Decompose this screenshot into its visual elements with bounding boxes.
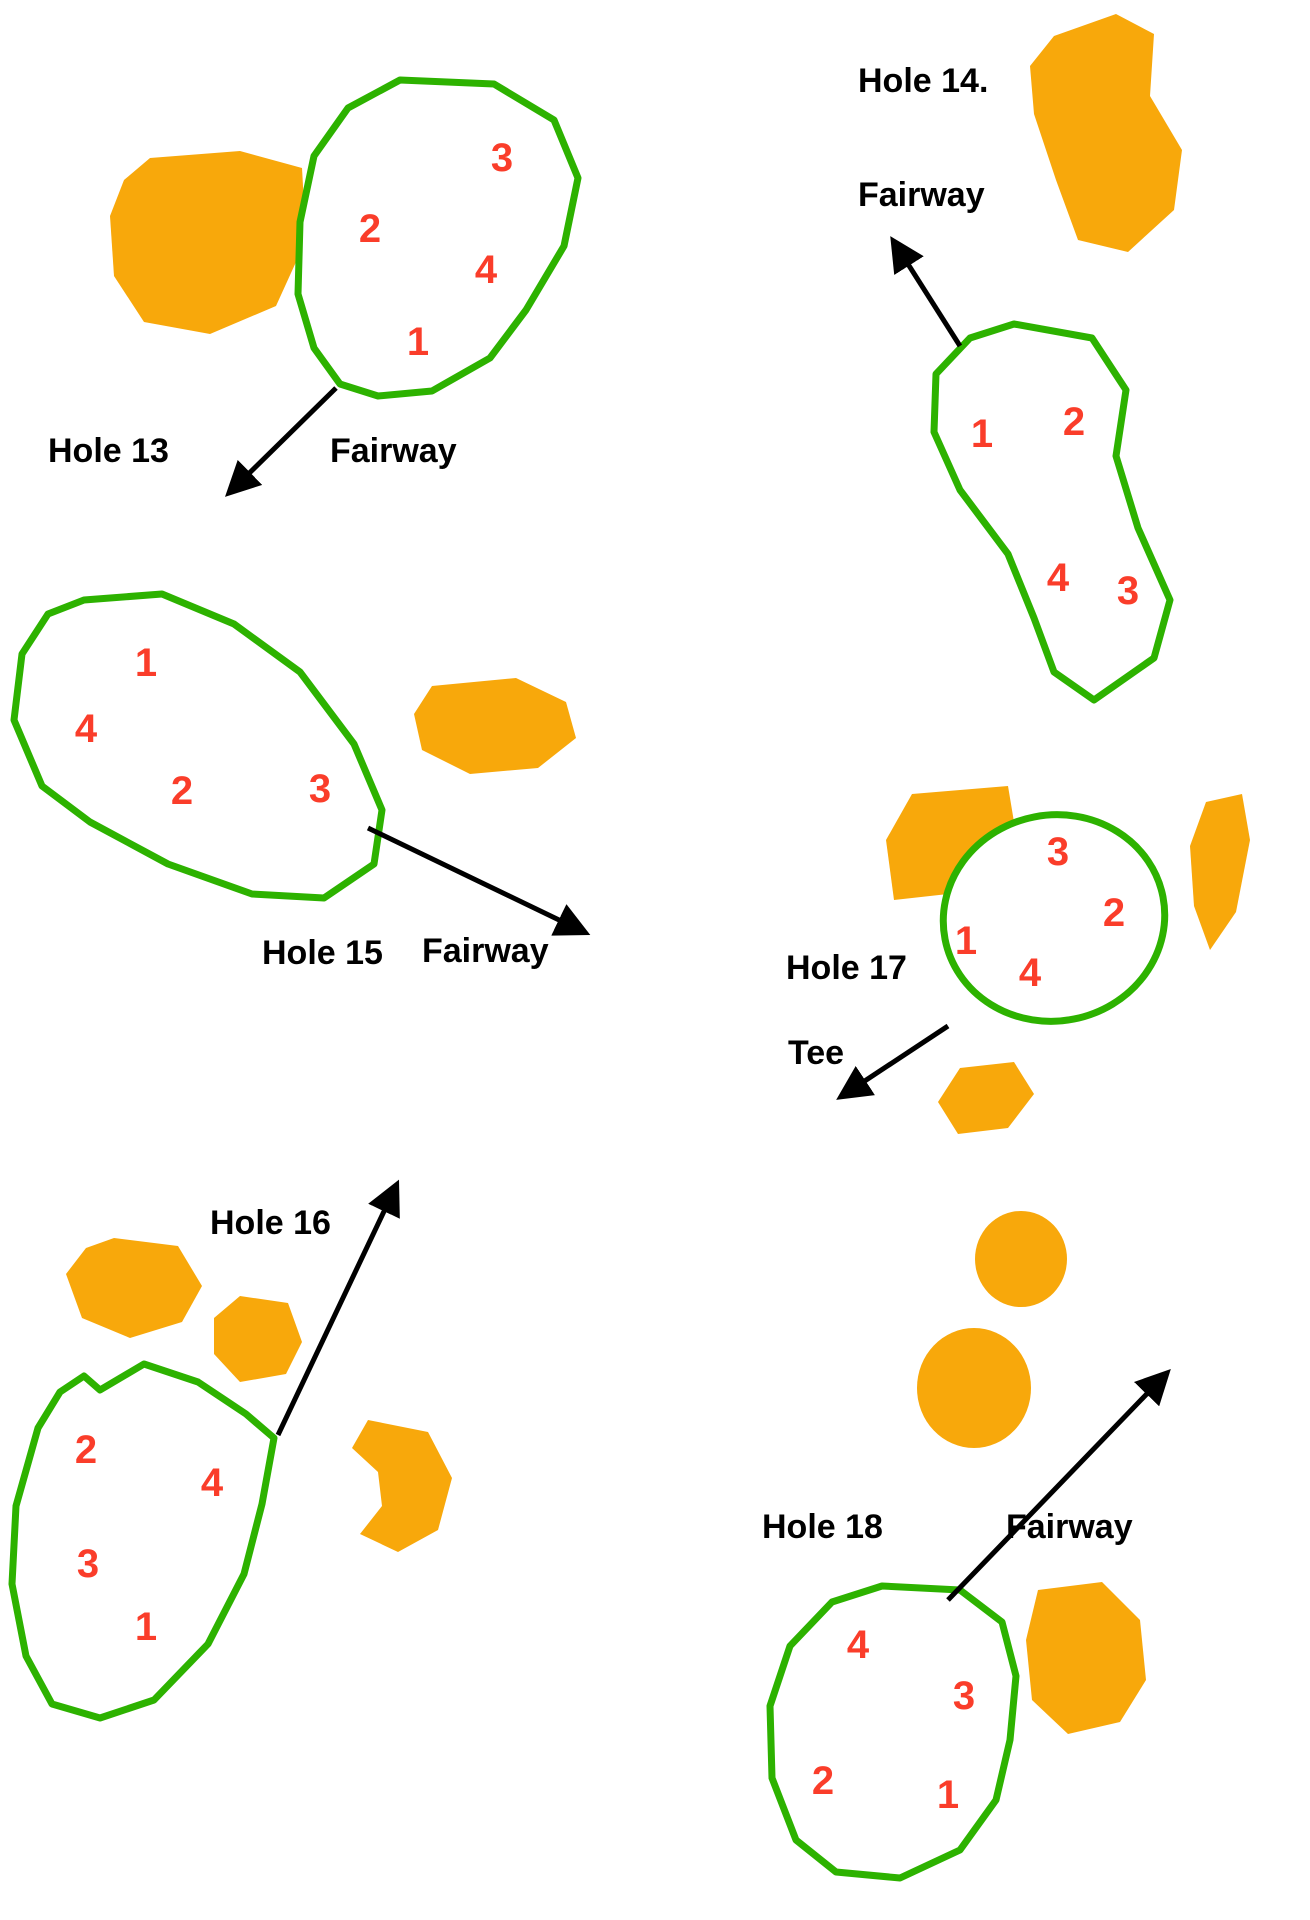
hole-16-green: [8, 1360, 278, 1722]
hole-13-pin-3: 3: [491, 136, 513, 180]
hole-13-target-label: Fairway: [330, 432, 457, 470]
hole-18: 4 3 2 1 Hole 18 Fairway: [762, 1211, 1171, 1882]
hole-13-pin-2: 2: [359, 207, 381, 251]
hole-15-label: Hole 15: [262, 934, 383, 972]
hole-17-green: [939, 811, 1169, 1025]
hole-17-pin-3: 3: [1047, 830, 1069, 874]
hole-16-pin-4: 4: [201, 1461, 224, 1505]
hole-14-target-label: Fairway: [858, 176, 985, 214]
hole-15-target-label: Fairway: [422, 932, 549, 970]
hole-16-bunker-top-left: [66, 1238, 202, 1338]
hole-18-target-label: Fairway: [1006, 1508, 1133, 1546]
hole-18-fairway-arrow: [946, 1368, 1171, 1602]
hole-13-fairway-arrow: [225, 386, 338, 497]
hole-18-pin-1: 1: [937, 1773, 959, 1817]
hole-18-pin-2: 2: [812, 1759, 834, 1803]
hole-13: 3 2 4 1 Hole 13 Fairway: [48, 76, 582, 497]
hole-16-arrow: [275, 1179, 400, 1437]
hole-13-label: Hole 13: [48, 432, 169, 470]
hole-15-pin-3: 3: [309, 767, 331, 811]
hole-14-fairway-arrow: [890, 236, 963, 348]
hole-14: 1 2 4 3 Hole 14. Fairway: [858, 14, 1182, 704]
hole-15-bunker: [414, 678, 576, 774]
hole-15-pin-2: 2: [171, 769, 193, 813]
hole-14-bunker: [1030, 14, 1182, 252]
hole-14-pin-1: 1: [971, 412, 993, 456]
hole-16-bunker-right: [352, 1420, 452, 1552]
hole-14-green: [930, 320, 1174, 704]
hole-18-pin-3: 3: [953, 1674, 975, 1718]
hole-13-bunker: [110, 151, 306, 334]
hole-14-pin-4: 4: [1047, 556, 1070, 600]
hole-15-pin-4: 4: [75, 707, 98, 751]
hole-17-label: Hole 17: [786, 949, 907, 987]
hole-16-bunker-middle: [214, 1296, 302, 1382]
hole-17-pin-2: 2: [1103, 891, 1125, 935]
hole-15-pin-1: 1: [135, 641, 157, 685]
hole-17-tee-arrow: [836, 1023, 950, 1100]
hole-18-green: [766, 1582, 1020, 1882]
hole-13-pin-4: 4: [475, 248, 498, 292]
hole-16-pin-1: 1: [135, 1605, 157, 1649]
hole-17-bunker-bottom: [938, 1062, 1034, 1134]
hole-18-pin-4: 4: [847, 1623, 870, 1667]
hole-15-green: [10, 590, 386, 902]
hole-17-pin-4: 4: [1019, 951, 1042, 995]
hole-17: 3 2 1 4 Hole 17 Tee: [786, 786, 1250, 1134]
hole-13-green: [294, 76, 582, 400]
hole-16-label: Hole 16: [210, 1204, 331, 1242]
hole-14-label: Hole 14.: [858, 62, 988, 100]
hole-15-fairway-arrow: [366, 825, 591, 936]
hole-18-bunker-right: [1026, 1582, 1146, 1734]
hole-17-pin-1: 1: [955, 919, 977, 963]
hole-16: 2 4 3 1 Hole 16: [8, 1179, 452, 1722]
hole-15: 1 4 2 3 Hole 15 Fairway: [10, 590, 591, 972]
hole-18-bunker-large: [917, 1328, 1031, 1448]
hole-17-bunker-right: [1190, 794, 1250, 950]
hole-14-pin-2: 2: [1063, 400, 1085, 444]
hole-17-bunker-left: [886, 786, 1014, 900]
hole-16-pin-2: 2: [75, 1428, 97, 1472]
hole-17-target-label: Tee: [788, 1034, 844, 1072]
hole-18-bunker-small: [975, 1211, 1067, 1307]
hole-13-pin-1: 1: [407, 320, 429, 364]
hole-16-pin-3: 3: [77, 1542, 99, 1586]
hole-14-pin-3: 3: [1117, 569, 1139, 613]
hole-18-label: Hole 18: [762, 1508, 883, 1546]
